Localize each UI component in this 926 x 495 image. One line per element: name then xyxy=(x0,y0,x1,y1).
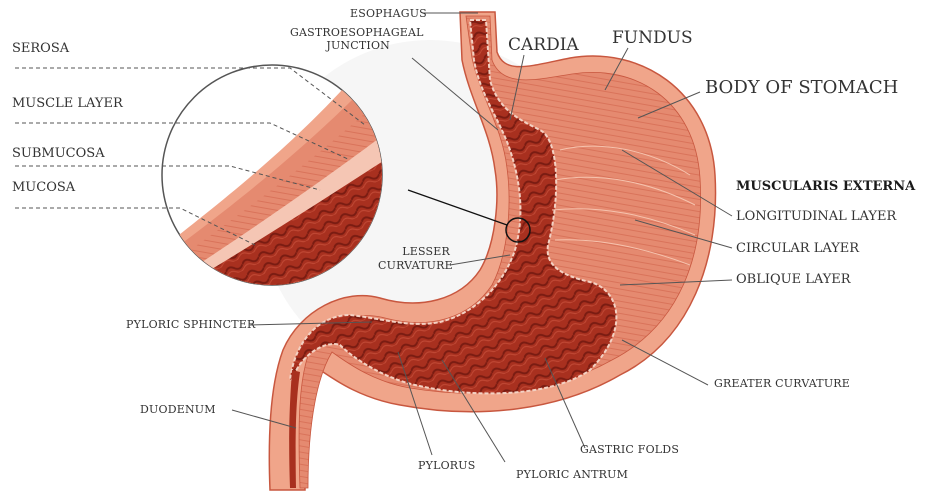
label-duodenum: DUODENUM xyxy=(140,404,216,415)
label-pyloric-antrum: PYLORIC ANTRUM xyxy=(516,469,628,480)
label-pyloric-sphincter: PYLORIC SPHINCTER xyxy=(126,319,256,330)
label-fundus: FUNDUS xyxy=(612,30,693,47)
label-pylorus: PYLORUS xyxy=(418,460,475,471)
label-oblique-layer: OBLIQUE LAYER xyxy=(736,273,851,286)
label-lesser-curvature-line1: LESSER xyxy=(378,246,450,257)
label-muscularis-externa: MUSCULARIS EXTERNA xyxy=(736,180,915,193)
label-greater-curvature: GREATER CURVATURE xyxy=(714,378,850,389)
label-circular-layer: CIRCULAR LAYER xyxy=(736,242,859,255)
label-cardia: CARDIA xyxy=(508,37,579,54)
label-gastric-folds: GASTRIC FOLDS xyxy=(580,444,679,455)
label-longitudinal-layer: LONGITUDINAL LAYER xyxy=(736,210,896,223)
label-esophagus: ESOPHAGUS xyxy=(350,8,427,19)
label-gej-line1: GASTROESOPHAGEAL xyxy=(290,27,410,38)
label-mucosa: MUCOSA xyxy=(12,181,75,194)
label-gej-line2: JUNCTION xyxy=(290,40,390,51)
label-lesser-curvature-line2: CURVATURE xyxy=(378,260,450,271)
label-muscle-layer: MUSCLE LAYER xyxy=(12,97,123,110)
label-serosa: SEROSA xyxy=(12,42,69,55)
label-submucosa: SUBMUCOSA xyxy=(12,147,105,160)
label-body-of-stomach: BODY OF STOMACH xyxy=(705,79,898,97)
